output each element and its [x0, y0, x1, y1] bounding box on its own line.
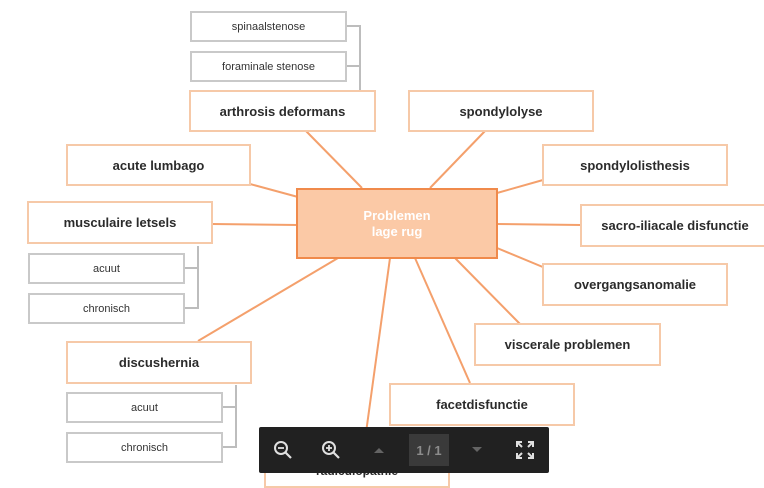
topic-label: spondylolisthesis: [580, 157, 690, 173]
chevron-down-icon: [472, 447, 482, 452]
page-indicator: 1 / 1: [409, 434, 449, 466]
topic-arthrosis-deformans[interactable]: arthrosis deformans: [189, 90, 376, 132]
fullscreen-icon: [516, 441, 534, 459]
link-spondylolisthesis: [496, 179, 544, 194]
central-topic[interactable]: Problemen lage rug: [296, 188, 498, 259]
link-acute-lumbago: [249, 183, 299, 198]
topic-label: spondylolyse: [459, 103, 543, 119]
link-arthrosis: [305, 130, 363, 189]
link-spondylolyse: [429, 130, 486, 189]
topic-musculaire-letsels[interactable]: musculaire letsels: [27, 201, 213, 244]
topic-spondylolisthesis[interactable]: spondylolisthesis: [542, 144, 728, 186]
topic-facetdisfunctie[interactable]: facetdisfunctie: [389, 383, 575, 426]
subtopic-label: spinaalstenose: [231, 20, 306, 33]
central-topic-line1: Problemen: [363, 207, 431, 223]
link-visceraal: [454, 257, 521, 325]
subtopic-label: foraminale stenose: [222, 60, 315, 73]
zoom-in-button[interactable]: [311, 427, 351, 473]
topic-label: acute lumbago: [112, 157, 205, 173]
link-facet: [414, 257, 471, 384]
subtopic-musculaire-acuut[interactable]: acuut: [28, 253, 185, 284]
topic-label: sacro-iliacale disfunctie: [601, 218, 749, 233]
topic-label: overgangsanomalie: [573, 277, 697, 292]
link-musculaire: [211, 223, 299, 226]
topic-label: viscerale problemen: [504, 337, 631, 352]
subtopic-label: acuut: [93, 262, 120, 275]
subtopic-label: chronisch: [82, 302, 131, 315]
next-page-button[interactable]: [457, 427, 497, 473]
zoom-in-icon: [322, 441, 340, 459]
bracket-arthrosis: [346, 25, 361, 90]
topic-viscerale-problemen[interactable]: viscerale problemen: [474, 323, 661, 366]
topic-discushernia[interactable]: discushernia: [66, 341, 252, 384]
topic-overgangsanomalie[interactable]: overgangsanomalie: [542, 263, 728, 306]
viewer-toolbar: 1 / 1: [259, 427, 549, 473]
link-sacro: [496, 223, 582, 226]
previous-page-button[interactable]: [359, 427, 399, 473]
subtopic-label: acuut: [131, 401, 158, 414]
topic-label: facetdisfunctie: [436, 397, 528, 412]
zoom-out-icon: [274, 441, 292, 459]
subtopic-discushernia-acuut[interactable]: acuut: [66, 392, 223, 423]
subtopic-musculaire-chronisch[interactable]: chronisch: [28, 293, 185, 324]
link-overgang: [496, 247, 551, 271]
subtopic-foraminale-stenose[interactable]: foraminale stenose: [190, 51, 347, 82]
subtopic-label: chronisch: [120, 441, 169, 454]
subtopic-discushernia-chronisch[interactable]: chronisch: [66, 432, 223, 463]
fullscreen-button[interactable]: [505, 427, 545, 473]
central-topic-line2: lage rug: [371, 223, 423, 239]
topic-label: discushernia: [118, 355, 200, 370]
topic-acute-lumbago[interactable]: acute lumbago: [66, 144, 251, 186]
topic-label: arthrosis deformans: [219, 103, 346, 119]
subtopic-spinaalstenose[interactable]: spinaalstenose: [190, 11, 347, 42]
topic-sacro-iliacale-disfunctie[interactable]: sacro-iliacale disfunctie: [580, 204, 764, 247]
topic-label: musculaire letsels: [63, 215, 177, 230]
link-discopathie: [364, 257, 391, 441]
link-discushernia: [197, 257, 339, 342]
chevron-up-icon: [374, 448, 384, 453]
topic-spondylolyse[interactable]: spondylolyse: [408, 90, 594, 132]
bracket-discushernia: [222, 385, 237, 448]
bracket-musculaire: [184, 246, 199, 309]
zoom-out-button[interactable]: [263, 427, 303, 473]
